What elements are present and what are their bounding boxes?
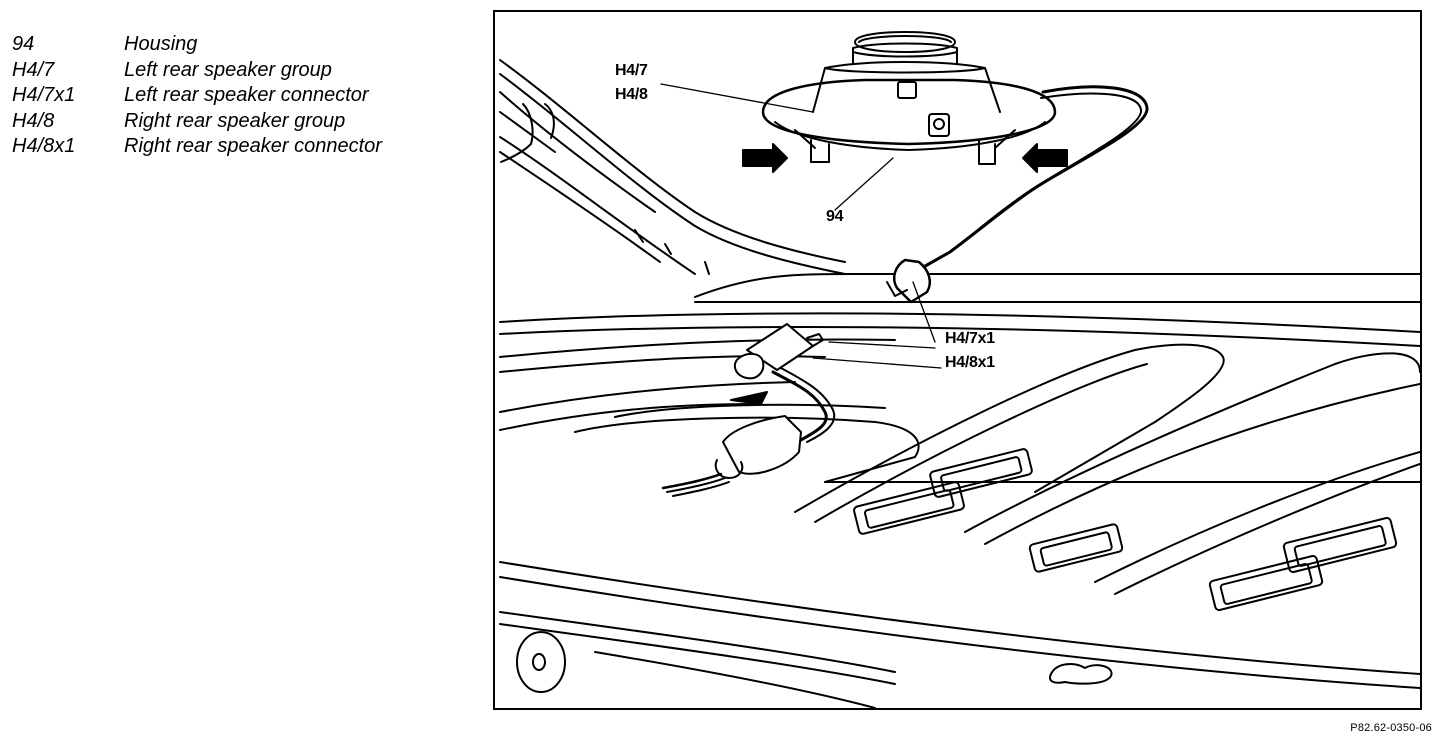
legend-description: Right rear speaker connector [124,135,382,157]
callout-connector-left: H4/7x1 [945,330,995,347]
legend-row: H4/7 Left rear speaker group [12,58,382,84]
connector-assembly [661,323,836,497]
shelf-panels [574,343,1420,612]
legend-code: H4/8 [12,109,55,132]
legend-description: Left rear speaker group [124,58,332,81]
legend: 94 Housing H4/7 Left rear speaker group … [12,32,382,160]
legend-code: H4/7x1 [12,84,76,106]
technical-illustration: H4/7 H4/8 94 H4/7x1 H4/8x1 [493,10,1422,710]
legend-code: 94 [12,33,35,55]
callout-connector-right: H4/8x1 [945,354,995,371]
legend-code: H4/8x1 [12,135,76,157]
callout-speaker-right: H4/8 [615,86,648,103]
legend-code: H4/7 [12,58,55,81]
legend-row: H4/7x1 Left rear speaker connector [12,83,382,109]
illustration-drawing [499,31,1420,708]
parcel-shelf-outline [499,273,1420,431]
callout-speaker-left: H4/7 [615,62,648,79]
legend-row: 94 Housing [12,32,382,58]
legend-description: Left rear speaker connector [124,84,369,106]
legend-row: H4/8x1 Right rear speaker connector [12,134,382,160]
leader-lines [660,83,942,369]
legend-row: H4/8 Right rear speaker group [12,109,382,135]
speaker-cable [886,85,1149,304]
figure-id: P82.62-0350-06 [1350,722,1432,734]
window-frame-lines [499,59,846,275]
legend-description: Right rear speaker group [124,109,346,132]
legend-description: Housing [124,33,198,55]
callout-housing: 94 [826,208,844,225]
speaker-unit [742,31,1068,173]
lower-body-lines [499,561,1420,708]
